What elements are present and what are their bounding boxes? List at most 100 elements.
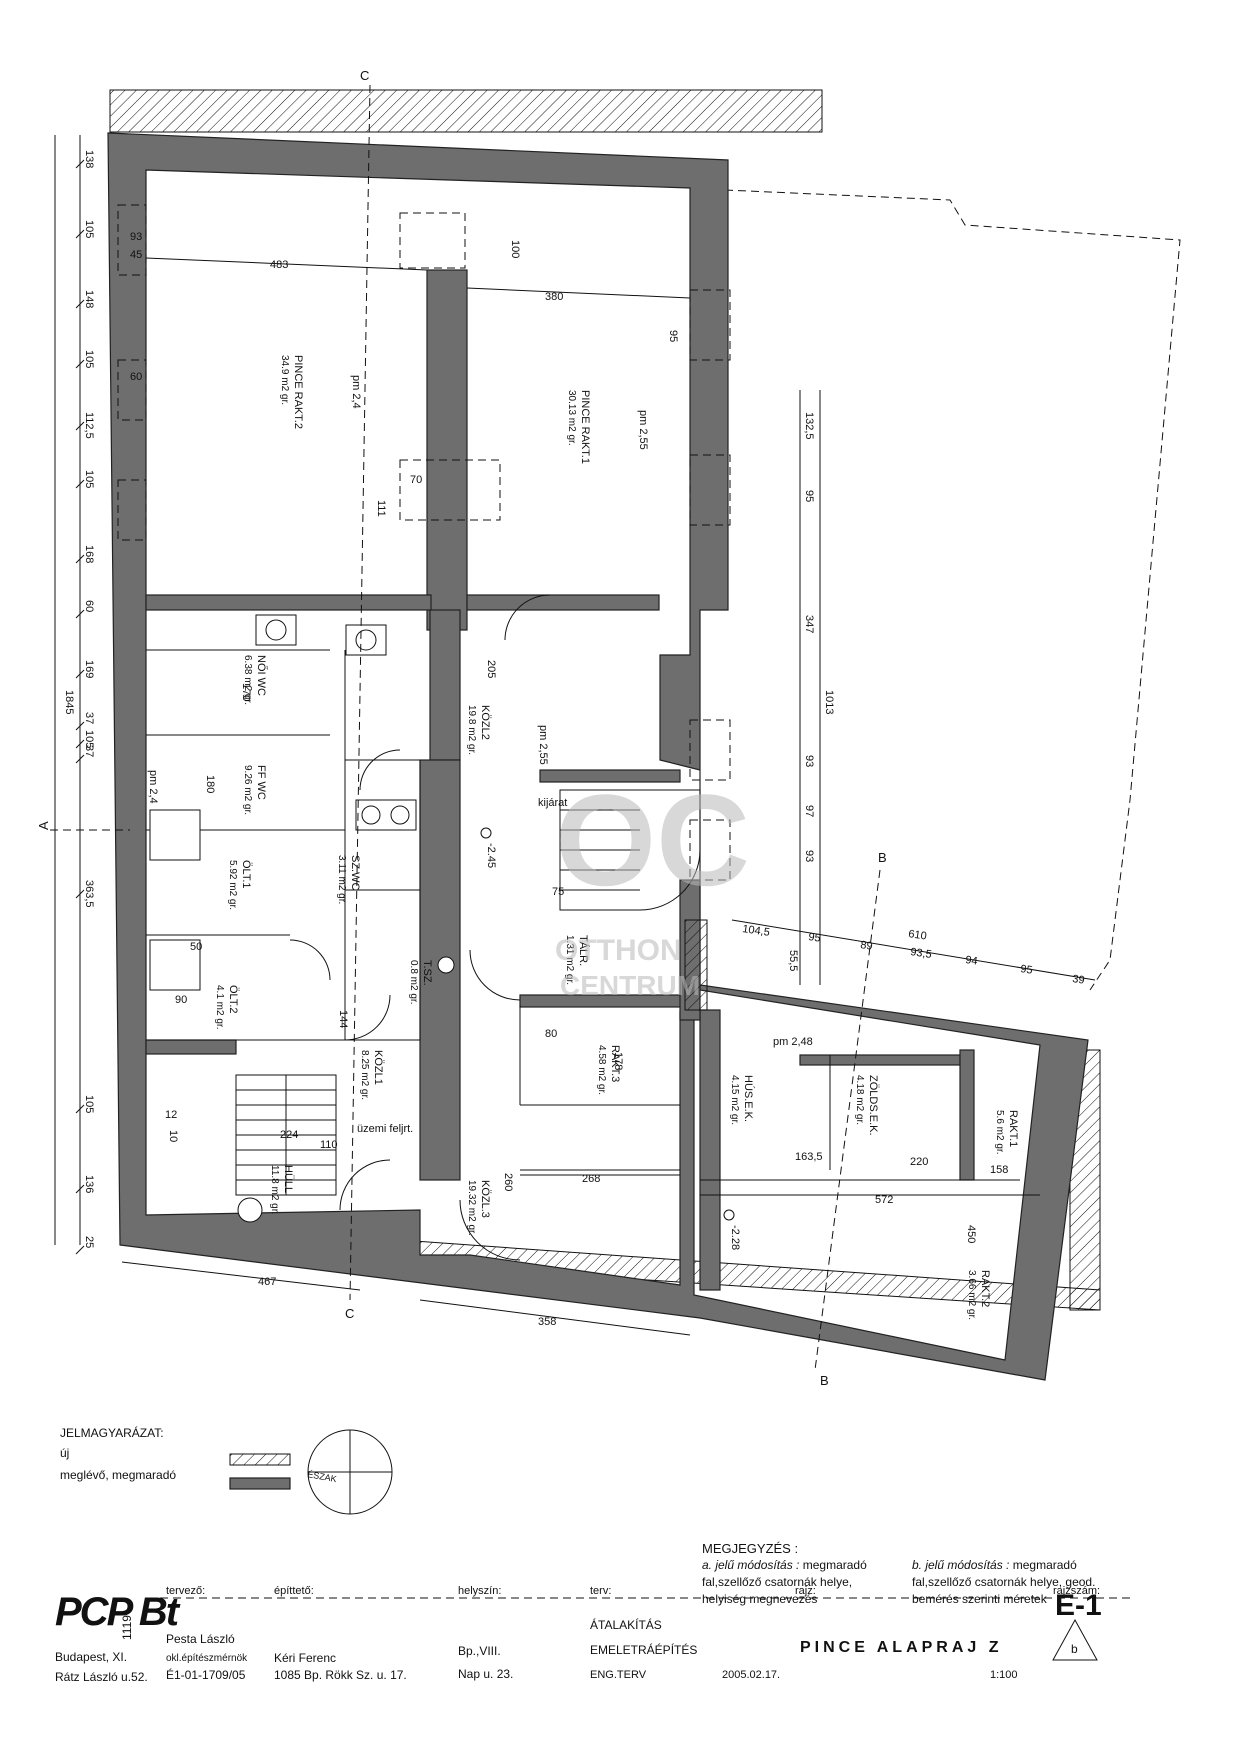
- dim-inner-15: 224: [280, 1129, 298, 1141]
- legend-graphics: ÉSZAK: [229, 1429, 393, 1515]
- dim-inner-18: 144: [337, 1010, 349, 1028]
- plan-date: 2005.02.17.: [722, 1669, 781, 1681]
- dim-bottom-2: 358: [538, 1316, 556, 1328]
- title-block-lines: [160, 1597, 1130, 1661]
- notes-b-label: b. jelű módosítás :: [912, 1558, 1010, 1572]
- section-c-top-label: C: [360, 68, 369, 83]
- left-dimension-chain: 1845 138105148105112,5105168601693710537…: [54, 135, 95, 1255]
- dim-left-12: 363,5: [83, 880, 95, 908]
- dim-inner-22: 220: [910, 1156, 928, 1168]
- room-name: RAKT.1: [1007, 1110, 1019, 1147]
- dim-inner-27: 80: [545, 1028, 557, 1040]
- drawing-title: PINCE ALAPRAJ Z: [800, 1639, 1003, 1656]
- dim-inner-23: 158: [990, 1164, 1008, 1176]
- legend-new: új: [60, 1446, 70, 1460]
- room-name: RAKT.2: [979, 1270, 991, 1307]
- room-name: ZÖLDS.E.K.: [867, 1075, 879, 1136]
- firm-logo: PCP Bt: [55, 1590, 179, 1634]
- room-name: HÜLL: [282, 1165, 294, 1193]
- dim-row-6: 39: [1072, 973, 1086, 987]
- section-c-bottom-label: C: [345, 1306, 354, 1321]
- room-area: 19.8 m2 gr.: [466, 705, 477, 755]
- dim-inner-13: 90: [175, 994, 187, 1006]
- inner-dimensions: 4833801009570111934560205170180509011022…: [130, 231, 1040, 1243]
- room-area: 11.8 m2 gr.: [269, 1165, 280, 1214]
- dim-left-4: 112,5: [83, 412, 95, 439]
- firm-street: Rátz László u.52.: [55, 1670, 148, 1684]
- notes-a-text2: fal,szellőző csatornák helye,: [702, 1575, 853, 1589]
- dim-inner-19: 268: [582, 1173, 600, 1185]
- dim-inner-0: 483: [270, 259, 288, 271]
- drawing-number: E-1: [1055, 1589, 1102, 1622]
- room-pm: pm 2,55: [637, 410, 649, 450]
- room-area: 19.32 m2 gr.: [466, 1180, 477, 1236]
- dim-left-tick-3: [75, 359, 85, 369]
- site-2: Nap u. 23.: [458, 1667, 514, 1681]
- notes-a-block: a. jelű módosítás : megmaradó fal,szellő…: [702, 1557, 867, 1608]
- client-addr: 1085 Bp. Rökk Sz. u. 17.: [274, 1668, 407, 1682]
- room-area: 8.25 m2 gr.: [359, 1050, 370, 1100]
- dim-right-2: 347: [803, 615, 815, 633]
- room-pm: pm 2,55: [537, 725, 549, 765]
- dim-inner-24: 572: [875, 1194, 893, 1206]
- exterior-walls: [107, 132, 1089, 1381]
- plan-1: ÁTALAKÍTÁS: [590, 1618, 662, 1632]
- label-epittet: építtető:: [274, 1585, 314, 1597]
- dim-inner-4: 70: [410, 474, 422, 486]
- misc-labels: kijárat üzemi feljrt. -2.45 -2.28 pm 2,4: [147, 770, 741, 1250]
- drawing-scale: 1:100: [990, 1669, 1018, 1681]
- dim-left-tick-11: [75, 754, 85, 764]
- dim-inner-20: 260: [502, 1173, 514, 1191]
- label-tervezo: tervező:: [166, 1585, 206, 1597]
- room-talr: TÁLR.1.31 m2 gr.: [564, 935, 590, 985]
- notes-a-label: a. jelű módosítás :: [702, 1558, 800, 1572]
- watermark-line2: CENTRUM: [560, 970, 700, 1001]
- dim-inner-21: 163,5: [795, 1151, 823, 1163]
- label-helyszin: helyszín:: [458, 1585, 502, 1597]
- room-area: 4.18 m2 gr.: [854, 1075, 865, 1125]
- dim-left-tick-12: [75, 889, 85, 899]
- dim-inner-11: 180: [204, 775, 216, 793]
- section-lines: C C A B B: [36, 68, 887, 1388]
- dim-right-5: 93: [803, 850, 815, 862]
- room-name: PINCE RAKT.2: [292, 355, 304, 429]
- room-kozl-3: KÖZL.319.32 m2 gr.: [466, 1180, 491, 1236]
- room-name: RAKT.3: [609, 1045, 621, 1082]
- room-area: 5.6 m2 gr.: [994, 1110, 1005, 1154]
- dim-inner-12: 50: [190, 941, 202, 953]
- drawing-revision: b: [1071, 1642, 1078, 1656]
- dim-left-11: 37: [83, 745, 95, 757]
- dim-right-3: 93: [803, 755, 815, 767]
- dim-left-tick-4: [75, 421, 85, 431]
- firm-city: Budapest, XI.: [55, 1650, 128, 1664]
- room-name: NŐI WC: [255, 655, 269, 696]
- room-name: KÖZL.3: [479, 1180, 491, 1218]
- dim-left-10: 105: [83, 730, 95, 748]
- dim-inner-14: 110: [320, 1139, 338, 1151]
- section-a-label: A: [36, 821, 51, 830]
- dim-left-7: 60: [83, 600, 95, 612]
- legend-title: JELMAGYARÁZAT:: [60, 1426, 164, 1440]
- room-name: KÖZL1: [372, 1050, 384, 1085]
- dim-inner-25: 450: [965, 1225, 977, 1243]
- dim-left-9: 37: [83, 712, 95, 724]
- level-label-2: -2.28: [729, 1225, 741, 1250]
- room-olt-2: ÖLT.24.1 m2 gr.: [214, 985, 239, 1029]
- interior-walls: [145, 269, 975, 1291]
- designer-name: Pesta László: [166, 1632, 235, 1646]
- notes-title: MEGJEGYZÉS :: [702, 1541, 799, 1556]
- dim-row-1: 95: [808, 931, 822, 945]
- dim-left-tick-7: [75, 609, 85, 619]
- dim-row-0: 104,5: [742, 923, 771, 939]
- kijarat-label: kijárat: [538, 797, 567, 809]
- room-pm: pm 2,4: [350, 375, 362, 409]
- pm-left-label: pm 2,4: [147, 770, 159, 804]
- dim-row-5: 95: [1020, 963, 1034, 977]
- room-name: ÖLT.2: [227, 985, 239, 1014]
- bottom-dimensions: 467 358: [121, 1261, 691, 1336]
- notes-a-text3: helyiség megnevezés: [702, 1592, 818, 1606]
- dim-row-4: 94: [965, 954, 979, 968]
- dim-left-tick-1: [75, 229, 85, 239]
- dim-left-6: 168: [83, 545, 95, 563]
